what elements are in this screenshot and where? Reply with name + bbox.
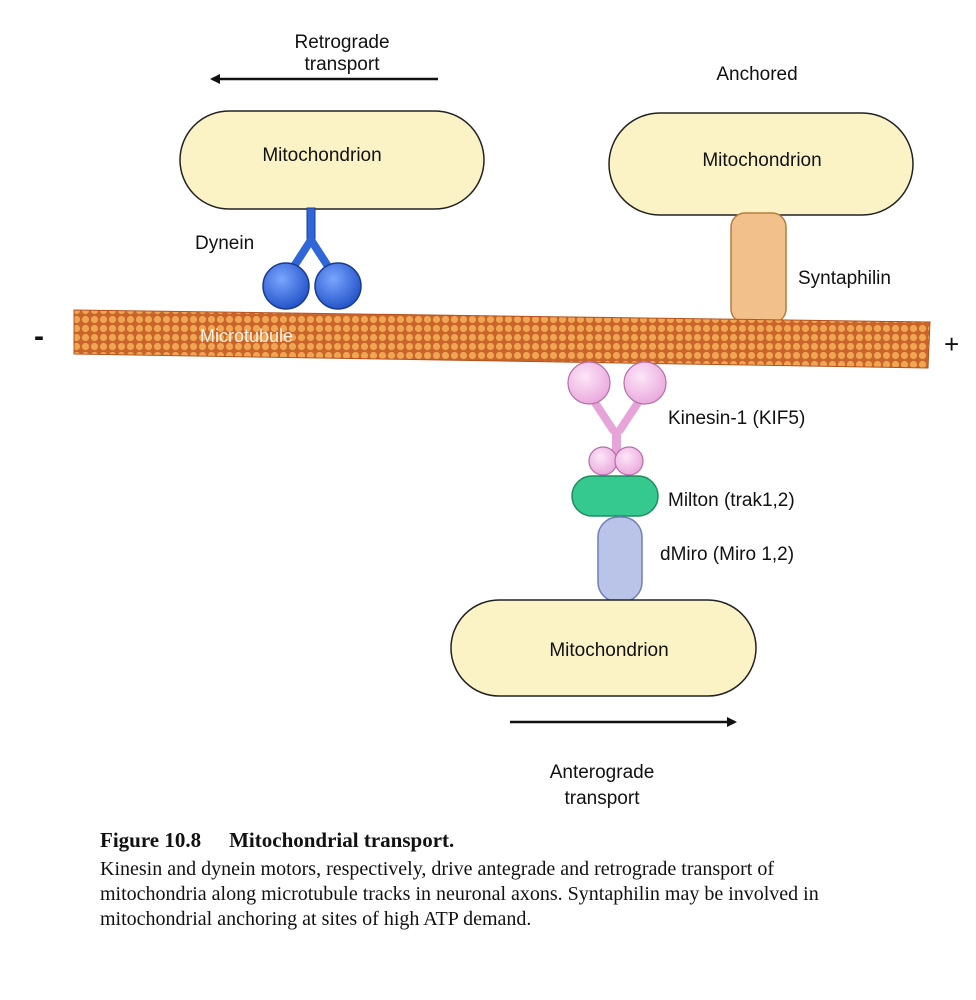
dynein-label: Dynein [195, 233, 254, 254]
caption-text: Kinesin and dynein motors, respectively,… [100, 858, 819, 930]
microtubule [73, 309, 931, 369]
kinesin-label: Kinesin-1 (KIF5) [668, 408, 805, 429]
retrograde-label-line2: transport [305, 54, 381, 75]
anterograde-label-line1: Anterograde [550, 762, 655, 783]
mitochondrion-bottom-label: Mitochondrion [549, 640, 668, 661]
mitochondrion-left-label: Mitochondrion [262, 145, 381, 166]
milton-label: Milton (trak1,2) [668, 490, 795, 511]
mitochondrion-left [179, 110, 485, 210]
anchored-label: Anchored [716, 64, 797, 85]
microtubule-label: Microtubule [200, 326, 293, 346]
figure-number: Figure 10.8 [100, 828, 202, 852]
transport-diagram: Retrograde transport Anchored Mitochondr… [34, 32, 959, 809]
plus-end-sign: + [944, 329, 959, 359]
caption-title: Figure 10.8 Mitochondrial transport. [100, 828, 880, 853]
mitochondrion-right-label: Mitochondrion [702, 150, 821, 171]
figure-title: Mitochondrial transport. [229, 828, 455, 852]
dmiro [597, 516, 643, 603]
anterograde-label-line2: transport [565, 788, 641, 809]
figure-caption: Figure 10.8 Mitochondrial transport. Kine… [100, 828, 880, 932]
retrograde-label-line1: Retrograde [294, 32, 389, 53]
syntaphilin [730, 212, 787, 324]
dynein-motor [262, 207, 362, 310]
minus-end-sign: - [34, 320, 44, 353]
syntaphilin-label: Syntaphilin [798, 268, 891, 289]
mitochondrion-bottom [450, 599, 757, 697]
milton [571, 475, 659, 517]
dmiro-label: dMiro (Miro 1,2) [660, 544, 794, 565]
kinesin-motor [567, 361, 667, 476]
